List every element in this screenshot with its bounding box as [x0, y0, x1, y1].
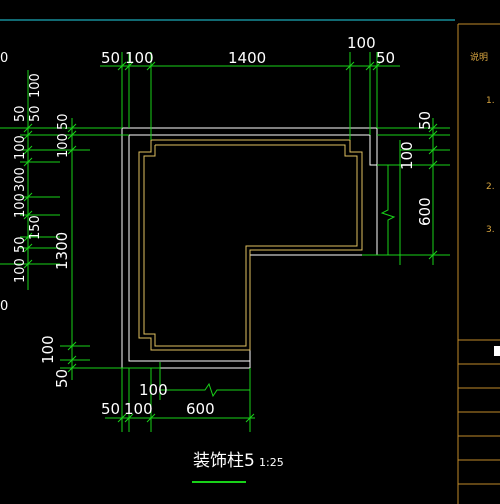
left-dim-100-b: 100	[13, 193, 28, 218]
left-dimension-chain	[0, 70, 160, 380]
bottom-tick	[117, 413, 127, 423]
left-dim-100-top: 100	[28, 73, 43, 98]
bottom-tick	[146, 413, 156, 423]
left-tick	[23, 232, 33, 242]
decor-frame-inner	[143, 144, 358, 347]
left-dim-inner-50: 50	[56, 113, 71, 130]
left-dim-100-a: 100	[13, 135, 28, 160]
drawing-title: 装饰柱5	[193, 451, 255, 471]
left-tick	[23, 210, 33, 220]
left-dim-bottom-100: 100	[39, 335, 57, 364]
left-tick	[67, 363, 77, 373]
right-break-line	[380, 165, 396, 255]
left-tick	[67, 123, 77, 133]
left-tick	[23, 157, 33, 167]
drawing-scale: 1:25	[259, 456, 284, 469]
top-tick	[372, 61, 382, 71]
left-tick	[23, 243, 33, 253]
left-tick	[23, 130, 33, 140]
notes-panel-marker	[494, 346, 500, 356]
decorative-inner-frame	[138, 139, 363, 351]
left-tick	[67, 145, 77, 155]
inner-left-edge	[128, 135, 250, 362]
right-tick	[428, 123, 438, 133]
bottom-dim-50: 50	[101, 400, 120, 418]
top-dim-100-right: 100	[347, 34, 376, 52]
right-tick	[428, 160, 438, 170]
top-dim-50: 50	[101, 49, 120, 67]
left-dim-50-b: 50	[28, 105, 43, 122]
top-dim-1400: 1400	[228, 49, 266, 67]
right-dim-600: 600	[416, 197, 434, 226]
left-edge-label-bottom: 0	[0, 299, 8, 314]
left-dim-150: 150	[28, 215, 43, 240]
left-tick	[23, 259, 33, 269]
right-dimension-chain	[362, 118, 450, 265]
top-tick	[345, 61, 355, 71]
top-tick	[365, 61, 375, 71]
note-item-2: 2.	[486, 182, 495, 192]
top-dim-50-right: 50	[376, 49, 395, 67]
top-dim-100: 100	[125, 49, 154, 67]
bottom-tick	[245, 413, 255, 423]
left-tick	[67, 130, 77, 140]
right-tick	[428, 130, 438, 140]
left-dim-100-c: 100	[13, 258, 28, 283]
bottom-break-line	[160, 382, 250, 398]
bottom-dim-100-upper: 100	[139, 381, 168, 399]
notch-outline	[369, 135, 377, 166]
left-dim-inner-100: 100	[56, 133, 71, 158]
top-tick	[117, 61, 127, 71]
bottom-dimension-chain	[105, 362, 255, 432]
left-dim-50-a: 50	[13, 105, 28, 122]
decor-frame-outer	[138, 139, 363, 351]
left-dim-50-c: 50	[13, 236, 28, 253]
left-tick	[23, 192, 33, 202]
bottom-dim-100: 100	[124, 400, 153, 418]
left-tick	[67, 355, 77, 365]
notes-panel: 说明 1. 2. 3.	[457, 23, 500, 504]
left-dim-bottom-50: 50	[53, 369, 71, 388]
top-dimension-chain	[100, 52, 400, 140]
left-tick	[23, 145, 33, 155]
bottom-dim-600: 600	[186, 400, 215, 418]
top-tick	[124, 61, 134, 71]
left-tick	[23, 123, 33, 133]
bottom-tick	[124, 413, 134, 423]
notes-heading: 说明	[470, 51, 488, 63]
right-tick	[428, 250, 438, 260]
left-tick	[67, 341, 77, 351]
right-dim-100: 100	[398, 141, 416, 170]
note-item-3: 3.	[486, 225, 495, 235]
right-tick	[428, 145, 438, 155]
left-dim-300: 300	[13, 167, 28, 192]
left-dim-1300: 1300	[53, 232, 71, 270]
right-dim-50: 50	[416, 111, 434, 130]
note-item-1: 1.	[486, 96, 495, 106]
top-tick	[146, 61, 156, 71]
left-edge-label-top: 0	[0, 51, 8, 66]
